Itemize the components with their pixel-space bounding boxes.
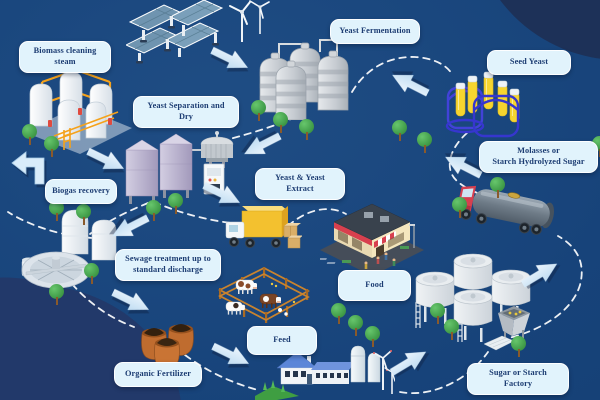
tree-icon <box>22 124 37 146</box>
organic-fertilizer-sacks <box>140 314 196 364</box>
label-sugar-or-starch-factory: Sugar or Starch Factory <box>467 363 569 395</box>
biogas-uturn-arrow-icon <box>10 150 50 197</box>
solar-panels <box>126 0 270 64</box>
tree-icon <box>392 120 407 142</box>
seed-yeast-test-tubes <box>444 66 528 138</box>
tree-icon <box>146 200 161 222</box>
chicken-icon <box>278 308 288 316</box>
sewage-treatment-plant <box>20 208 120 294</box>
clarifier-icon <box>21 251 91 289</box>
label-food: Food <box>338 270 411 301</box>
label-seed-yeast: Seed Yeast <box>487 50 571 75</box>
label-yeast-and-yeast-extract: Yeast & Yeast Extract <box>255 168 345 200</box>
molasses-tanker-truck <box>456 180 560 238</box>
tree-icon <box>511 336 526 358</box>
wind-turbine-icon <box>229 0 270 42</box>
yeast-delivery-truck <box>224 202 302 258</box>
tree-icon <box>44 136 59 158</box>
wind-turbine-icon <box>373 350 395 394</box>
tree-icon <box>84 263 99 285</box>
label-organic-fertilizer: Organic Fertilizer <box>114 362 202 387</box>
label-sewage-treatment: Sewage treatment up to standard discharg… <box>115 249 221 281</box>
tree-icon <box>430 303 445 325</box>
tree-icon <box>417 132 432 154</box>
tree-icon <box>251 100 266 122</box>
tree-icon <box>299 119 314 141</box>
silo-icon <box>350 345 381 383</box>
storage-tank-icon <box>415 253 531 326</box>
yeast-fermentation-tanks <box>256 32 352 120</box>
people-icon <box>364 252 396 269</box>
farm <box>255 344 395 400</box>
label-biogas-recovery: Biogas recovery <box>45 179 117 204</box>
cardboard-box-icon <box>283 223 302 249</box>
label-yeast-separation-and-dry: Yeast Separation and Dry <box>133 96 239 128</box>
tree-icon <box>365 326 380 348</box>
tree-icon <box>444 319 459 341</box>
tree-icon <box>490 177 505 199</box>
tree-icon <box>331 303 346 325</box>
tree-icon <box>348 315 363 337</box>
fertilizer-sack-icon <box>141 324 194 364</box>
tree-icon <box>452 197 467 219</box>
label-yeast-fermentation: Yeast Fermentation <box>330 19 420 44</box>
tree-icon <box>168 193 183 215</box>
tree-icon <box>273 112 288 134</box>
cow-icon <box>225 279 281 315</box>
label-feed: Feed <box>247 326 317 355</box>
tree-icon <box>49 284 64 306</box>
sugar-starch-factory <box>414 248 538 352</box>
restaurant <box>320 200 424 276</box>
tree-icon <box>76 204 91 226</box>
label-biomass-cleaning-steam: Biomass cleaning steam <box>19 41 111 73</box>
label-molasses-or-starch: Molasses or Starch Hydrolyzed Sugar <box>479 141 598 173</box>
farmhouse-icon <box>276 351 318 385</box>
separator-machine-icon <box>200 131 234 168</box>
cattle-pen <box>216 266 312 330</box>
